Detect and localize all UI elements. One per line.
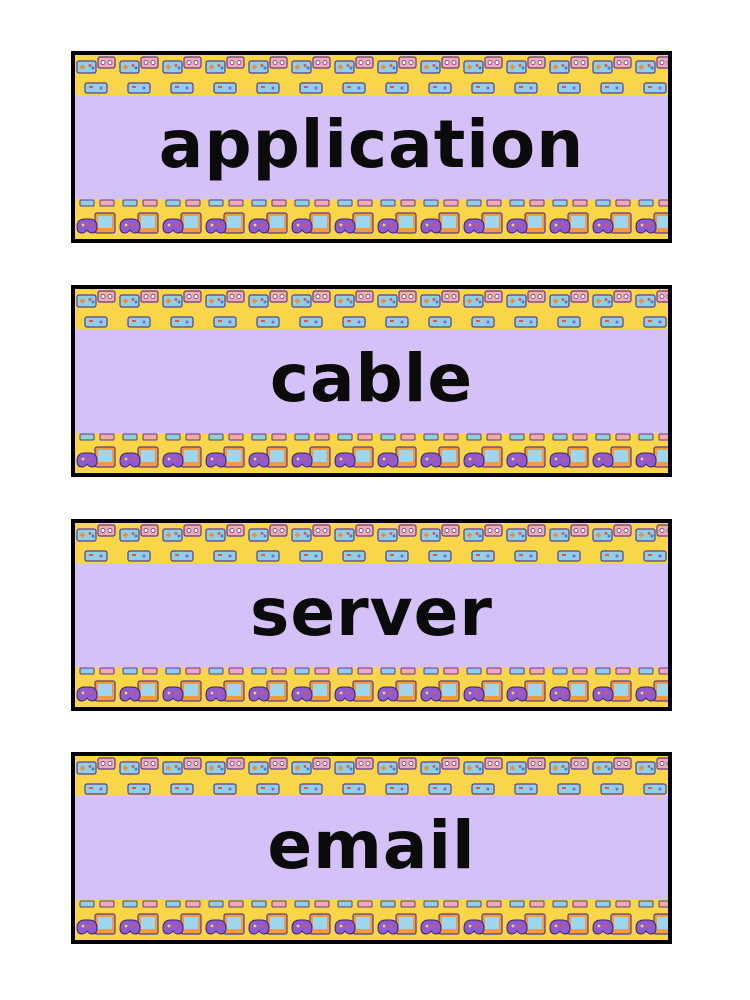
word-band: application	[75, 95, 668, 199]
word-label: application	[158, 106, 585, 183]
word-label: email	[267, 807, 476, 884]
retro-console-and-gamepad-icon	[75, 667, 668, 707]
retro-console-and-gamepad-icon	[75, 199, 668, 239]
word-card-email: email	[71, 752, 672, 944]
word-band: cable	[75, 329, 668, 433]
word-label: cable	[269, 340, 474, 417]
word-band: email	[75, 796, 668, 900]
word-band: server	[75, 563, 668, 667]
word-card-cable: cable	[71, 285, 672, 477]
word-card-server: server	[71, 519, 672, 711]
word-card-application: application	[71, 51, 672, 243]
game-controller-icon	[75, 523, 668, 563]
game-controller-icon	[75, 289, 668, 329]
game-controller-icon	[75, 55, 668, 95]
word-label: server	[250, 574, 493, 651]
retro-console-and-gamepad-icon	[75, 433, 668, 473]
retro-console-and-gamepad-icon	[75, 900, 668, 940]
game-controller-icon	[75, 756, 668, 796]
